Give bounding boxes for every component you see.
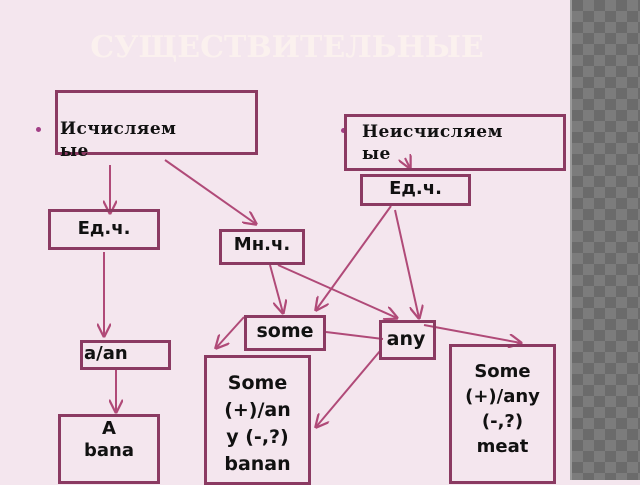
example-line1: Some xyxy=(474,361,531,382)
countable-singular-example: A bana xyxy=(58,418,160,462)
decorative-side-strip xyxy=(570,0,640,480)
article-box xyxy=(80,340,171,370)
example-line2: bana xyxy=(84,440,134,461)
uncountable-label: Неисчисляем ые xyxy=(362,118,503,168)
example-line4: meat xyxy=(476,436,529,457)
uncountable-singular-label: Ед.ч. xyxy=(389,178,442,199)
any-box xyxy=(379,320,436,360)
uncountable-label-line1: Неисчисляем xyxy=(362,122,503,142)
example-line3: (-,?) xyxy=(481,411,524,432)
countable-plural-box xyxy=(219,229,305,265)
slide-title: СУЩЕСТВИТЕЛЬНЫЕ xyxy=(90,30,484,65)
countable-singular-box xyxy=(48,209,160,250)
countable-box xyxy=(55,90,258,155)
example-line2: (+)/an xyxy=(224,399,291,421)
countable-plural-example: Some (+)/an y (-,?) banan xyxy=(204,370,311,480)
example-line4: banan xyxy=(224,453,291,475)
any-label: any xyxy=(386,328,426,350)
article-label: a/an xyxy=(84,343,128,364)
countable-label-line1: Исчисляем xyxy=(60,119,177,139)
uncountable-singular-box xyxy=(360,174,471,206)
uncountable-box xyxy=(344,114,566,171)
example-line1: Some xyxy=(227,372,288,394)
some-box xyxy=(244,315,326,351)
some-label: some xyxy=(256,320,314,342)
bullet-icon xyxy=(341,128,346,133)
bullet-icon xyxy=(36,127,41,132)
example-line2: (+)/any xyxy=(465,386,540,407)
uncountable-label-line2: ые xyxy=(362,144,391,164)
example-line3: y (-,?) xyxy=(226,426,289,448)
countable-label-line2: ые xyxy=(60,141,89,161)
countable-plural-label: Мн.ч. xyxy=(233,234,291,255)
countable-singular-label: Ед.ч. xyxy=(77,218,131,239)
countable-label: Исчисляем ые xyxy=(60,115,176,165)
example-line1: A xyxy=(102,418,116,439)
uncountable-example: Some (+)/any (-,?) meat xyxy=(449,359,556,459)
